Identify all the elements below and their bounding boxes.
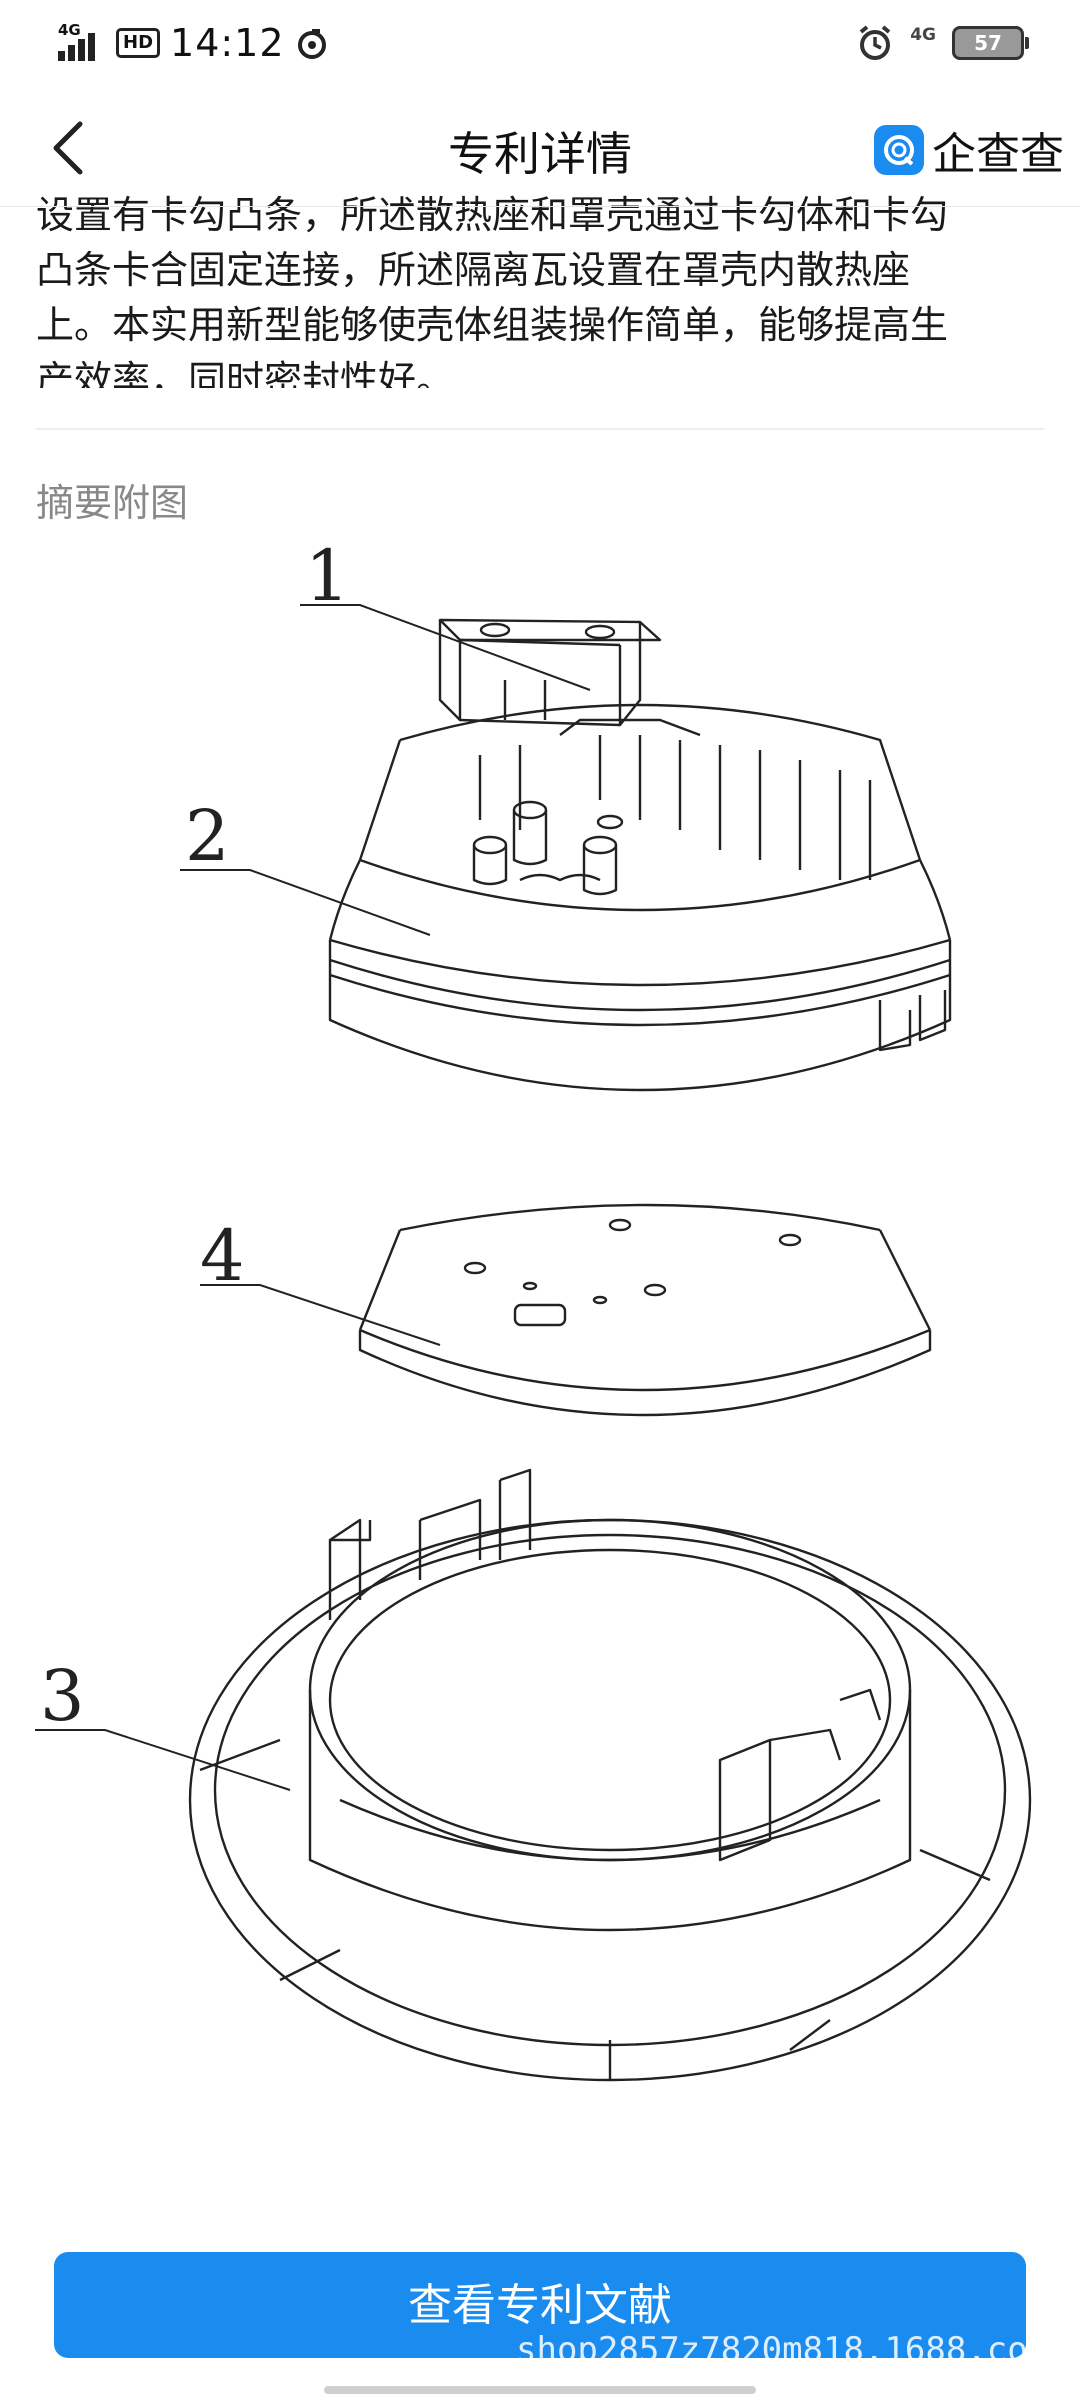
abstract-text: 设置有卡勾凸条，所述散热座和罩壳通过卡勾体和卡勾 凸条卡合固定连接，所述隔离瓦设… (36, 188, 1046, 388)
data-saver-icon (297, 29, 326, 59)
section-divider (36, 428, 1044, 430)
brand-logo-icon (874, 125, 924, 175)
network-type-right: 4G (910, 25, 936, 45)
patent-drawing: 1 2 4 3 (35, 535, 1032, 2082)
section-label: 摘要附图 (36, 481, 189, 525)
figure-label-2: 2 (185, 795, 230, 877)
brand-link[interactable]: 企查查 (874, 118, 1064, 182)
page-title: 专利详情 (448, 127, 632, 181)
part-2-housing (328, 703, 952, 1092)
alarm-icon (859, 25, 891, 60)
abstract-line: 上。本实用新型能够使壳体组装操作简单，能够提高生 (36, 303, 949, 347)
home-indicator[interactable] (324, 2386, 756, 2394)
back-button[interactable] (34, 112, 106, 184)
figure-label-1: 1 (305, 535, 350, 617)
signal-icon: 4G (58, 21, 106, 63)
status-time: 14:12 (170, 21, 285, 65)
battery-icon: 57 (952, 26, 1029, 60)
battery-level: 57 (974, 31, 1002, 55)
network-type: 4G (58, 21, 81, 39)
posts (472, 800, 624, 896)
view-patent-document-button[interactable]: 查看专利文献 (54, 2252, 1026, 2358)
status-left: 4G HD 14:12 (58, 18, 329, 68)
hd-badge: HD (116, 28, 161, 58)
status-bar: 4G HD 14:12 4G 57 (0, 0, 1080, 90)
abstract-line: 产效率，同时密封性好。 (36, 358, 455, 388)
header-divider (0, 206, 1080, 207)
chevron-left-icon (53, 121, 83, 175)
watermark: shop2857z7820m818.1688.com (516, 2330, 1049, 2370)
part-1-bracket (438, 618, 662, 727)
brand-name: 企查查 (932, 129, 1064, 180)
status-right: 4G 57 (856, 18, 1029, 68)
part-3-base-ring (188, 1468, 1032, 2082)
abstract-line: 凸条卡合固定连接，所述隔离瓦设置在罩壳内散热座 (36, 248, 911, 292)
part-4-isolation-tile (358, 1203, 932, 1417)
figure-label-4: 4 (200, 1215, 245, 1297)
app-header: 专利详情 企查查 (0, 90, 1080, 208)
figure-label-3: 3 (40, 1655, 85, 1737)
abstract-line: 设置有卡勾凸条，所述散热座和罩壳通过卡勾体和卡勾 (36, 193, 949, 237)
fins (478, 718, 872, 880)
